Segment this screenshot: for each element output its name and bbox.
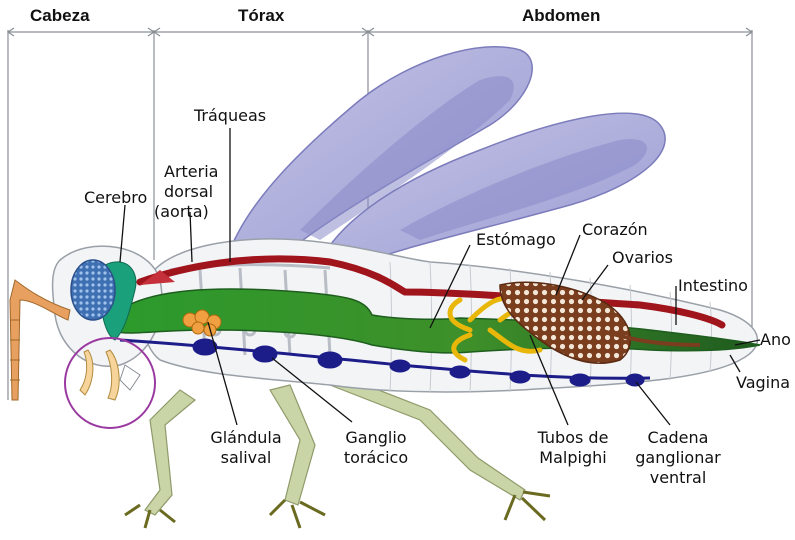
label-vagina: Vagina	[736, 373, 790, 392]
label-ovarios: Ovarios	[612, 248, 673, 267]
label-ganglio-1: Ganglio	[336, 428, 416, 447]
label-cerebro: Cerebro	[84, 188, 147, 207]
section-label-head: Cabeza	[30, 6, 90, 26]
label-cadena-2: ganglionar	[628, 448, 728, 467]
label-ano: Ano	[760, 330, 791, 349]
label-estomago: Estómago	[476, 230, 556, 249]
label-intestino: Intestino	[678, 276, 748, 295]
label-arteria-1: Arteria	[164, 162, 218, 181]
section-label-abdomen: Abdomen	[522, 6, 600, 26]
label-cadena-3: ventral	[628, 468, 728, 487]
label-tubos-1: Tubos de	[528, 428, 618, 447]
label-tubos-2: Malpighi	[528, 448, 618, 467]
label-cadena-1: Cadena	[628, 428, 728, 447]
label-arteria-2: dorsal	[164, 182, 213, 201]
label-ganglio-2: torácico	[336, 448, 416, 467]
label-glandula-2: salival	[206, 448, 286, 467]
compound-eye	[71, 260, 115, 320]
section-label-thorax: Tórax	[238, 6, 284, 26]
label-corazon: Corazón	[582, 220, 648, 239]
label-traqueas: Tráqueas	[194, 106, 266, 125]
label-arteria-3: (aorta)	[154, 202, 209, 221]
label-glandula-1: Glándula	[206, 428, 286, 447]
